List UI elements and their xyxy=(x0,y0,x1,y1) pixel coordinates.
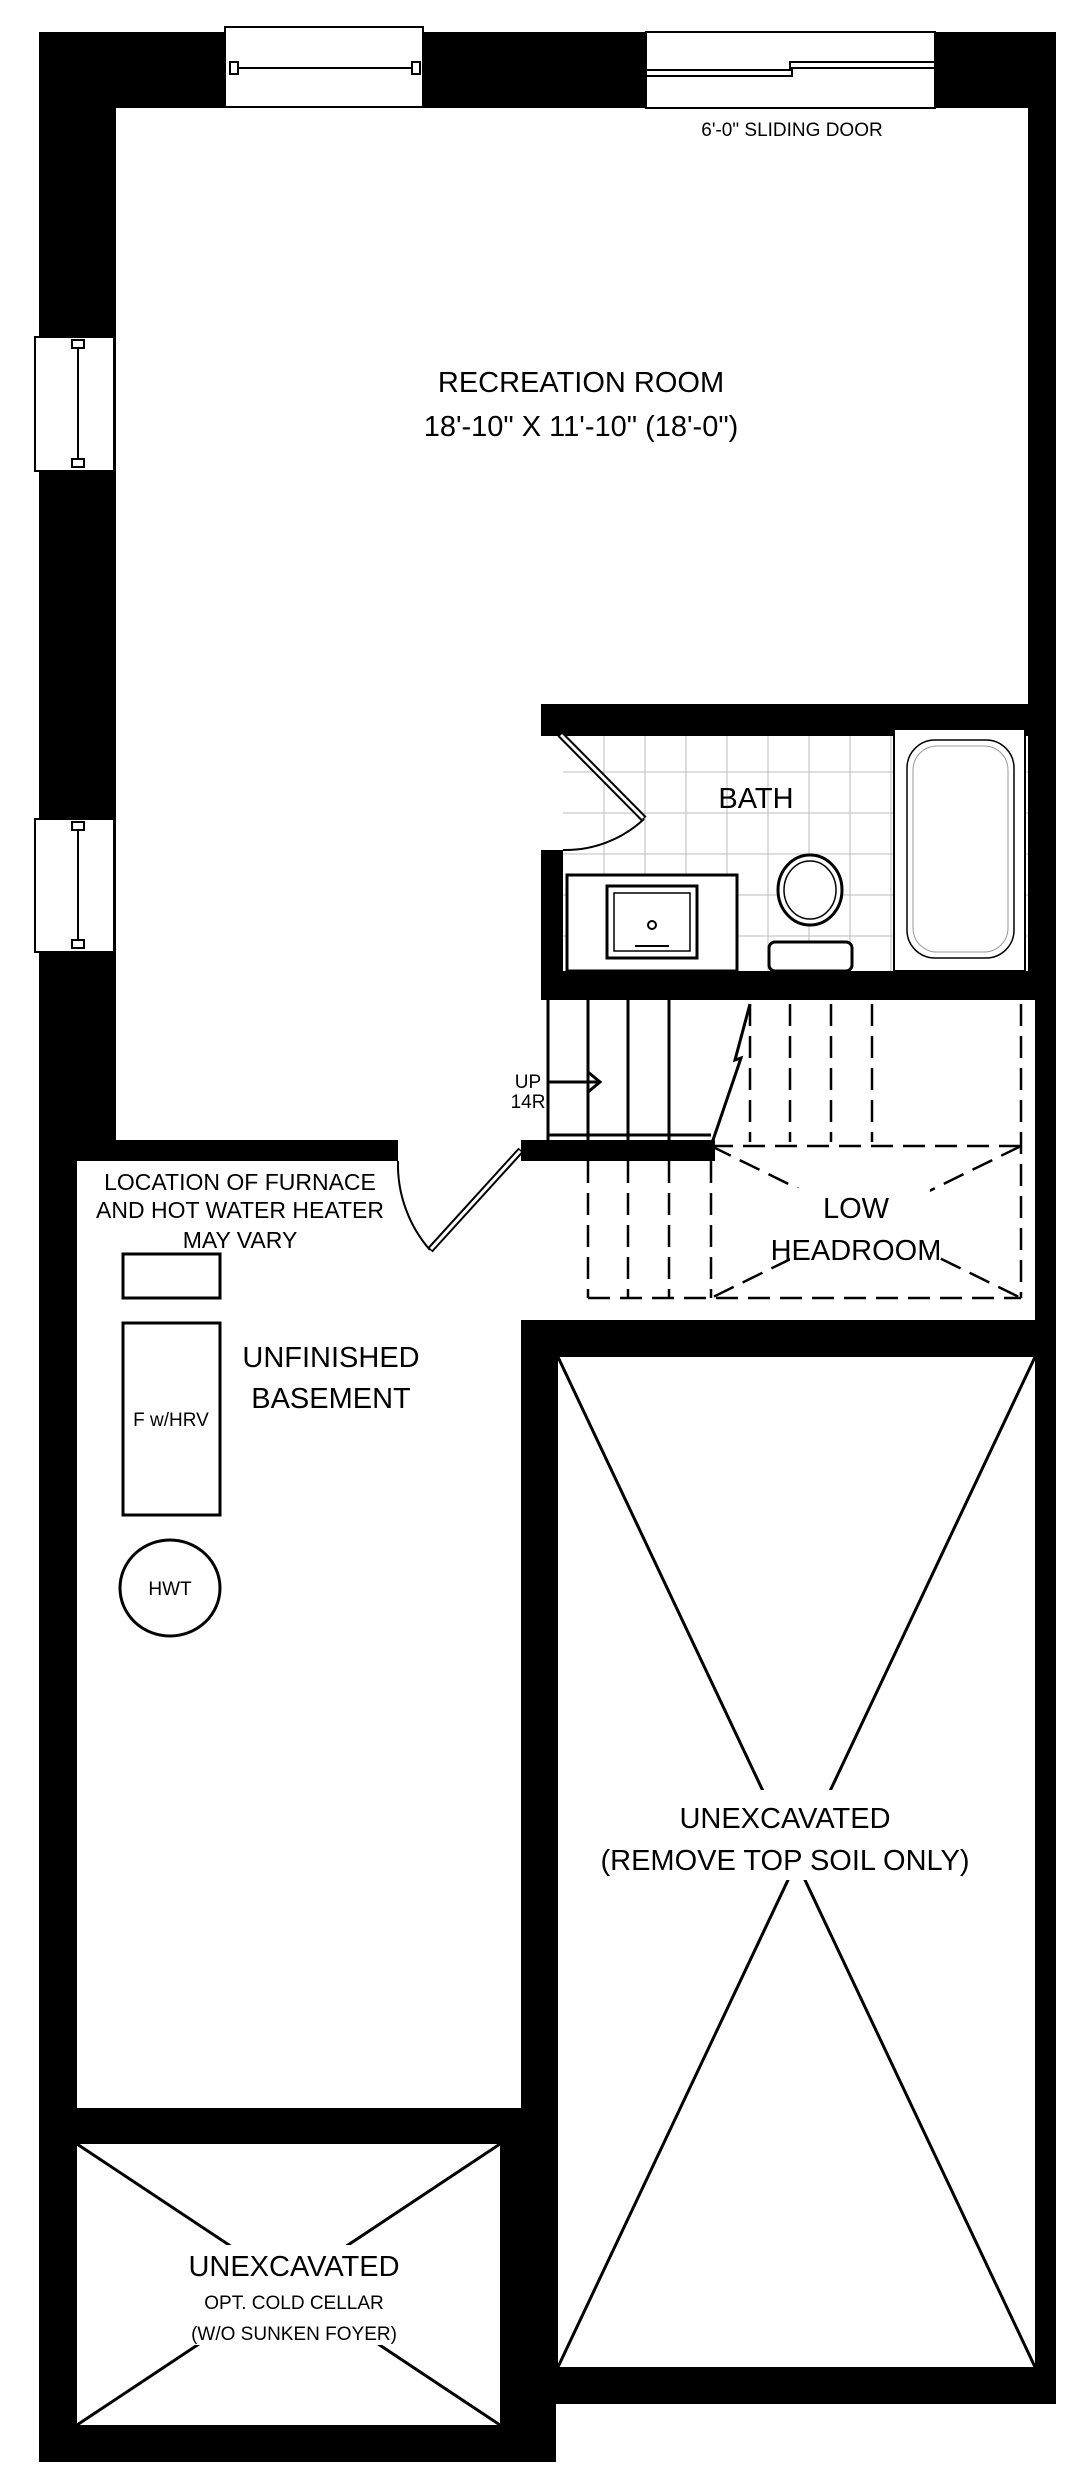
toilet xyxy=(767,853,854,973)
furnace-unit xyxy=(121,1321,222,1517)
left-window-lower xyxy=(34,818,115,953)
furnace-note-line1: LOCATION OF FURNACE xyxy=(104,1169,376,1195)
sliding-door xyxy=(645,31,936,109)
unexcavated-main-line1: UNEXCAVATED xyxy=(679,1803,890,1835)
cold-cellar-line3: (W/O SUNKEN FOYER) xyxy=(191,2324,397,2345)
vanity xyxy=(565,873,739,973)
sliding-door-label: 6'-0" SLIDING DOOR xyxy=(701,120,882,141)
furnace-note-line3: MAY VARY xyxy=(183,1227,298,1253)
stair-up-arrow xyxy=(548,1070,603,1094)
unexcavated-main-line2: (REMOVE TOP SOIL ONLY) xyxy=(600,1845,969,1877)
bath-walls xyxy=(541,704,1035,1000)
left-window-upper xyxy=(34,336,115,472)
bath-label: BATH xyxy=(718,783,793,815)
recreation-room-label: RECREATION ROOM xyxy=(438,367,724,399)
interior-walls xyxy=(39,1140,1056,2462)
hot-water-tank xyxy=(118,1538,222,1638)
hrv-unit xyxy=(121,1252,222,1300)
recreation-room-dimensions: 18'-10" X 11'-10" (18'-0") xyxy=(424,411,739,443)
low-headroom-line2: HEADROOM xyxy=(771,1235,942,1267)
bathtub xyxy=(893,728,1026,972)
furnace-room-door xyxy=(396,1147,524,1253)
cold-cellar-line1: UNEXCAVATED xyxy=(188,2251,399,2283)
bath-door xyxy=(557,731,647,852)
stairs-risers: 14R xyxy=(511,1092,546,1113)
hwt-label: HWT xyxy=(148,1579,192,1600)
cold-cellar-line2: OPT. COLD CELLAR xyxy=(204,2293,384,2314)
unfinished-basement-line2: BASEMENT xyxy=(251,1383,411,1415)
top-window xyxy=(224,26,424,108)
furnace-note-line2: AND HOT WATER HEATER xyxy=(96,1197,384,1223)
furnace-label: F w/HRV xyxy=(133,1410,209,1431)
low-headroom-line1: LOW xyxy=(823,1193,890,1225)
unfinished-basement-line1: UNFINISHED xyxy=(242,1342,419,1374)
stairs-direction: UP xyxy=(515,1072,541,1093)
